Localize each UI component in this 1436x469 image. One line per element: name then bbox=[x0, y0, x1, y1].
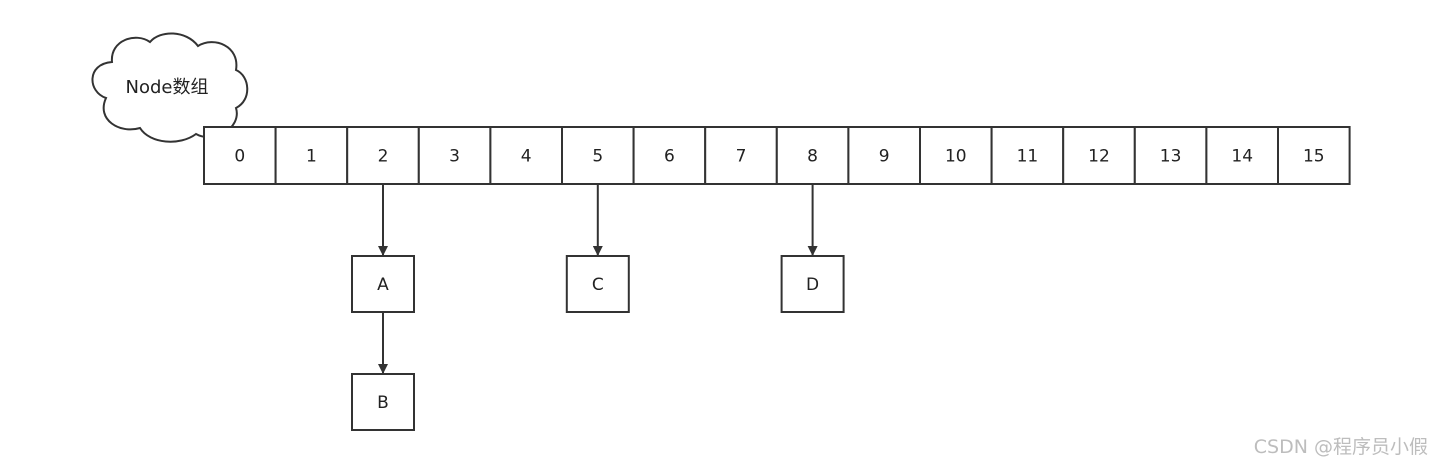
array-cell-1: 1 bbox=[274, 126, 349, 185]
array-cell-label: 7 bbox=[736, 147, 747, 167]
array-cell-label: 0 bbox=[234, 147, 245, 167]
array-cell-label: 8 bbox=[807, 147, 818, 167]
array-cell-label: 2 bbox=[378, 147, 389, 167]
node-label: B bbox=[377, 393, 389, 413]
array-cell-label: 3 bbox=[449, 147, 460, 167]
array-cell-box bbox=[561, 126, 635, 185]
node-box bbox=[565, 255, 630, 313]
array-cell-box bbox=[274, 126, 349, 185]
array-cell-13: 13 bbox=[1133, 126, 1208, 185]
array-cell-12: 12 bbox=[1062, 126, 1136, 185]
node-box bbox=[351, 255, 415, 313]
array-cell-8: 8 bbox=[775, 126, 850, 185]
node-box bbox=[351, 373, 415, 431]
node-c: C bbox=[565, 255, 630, 313]
array-cell-15: 15 bbox=[1277, 126, 1351, 185]
node-label: A bbox=[377, 275, 389, 295]
node-label: D bbox=[806, 275, 819, 295]
linked-nodes: A B C D bbox=[351, 255, 845, 431]
array-cell-9: 9 bbox=[847, 126, 922, 185]
node-label: C bbox=[592, 275, 604, 295]
array-cell-5: 5 bbox=[561, 126, 635, 185]
array-cell-box bbox=[203, 126, 277, 185]
array-cell-label: 15 bbox=[1303, 147, 1325, 167]
array-cell-box bbox=[847, 126, 922, 185]
node-array-cloud: Node数组 bbox=[91, 32, 249, 143]
array-cell-label: 10 bbox=[945, 147, 967, 167]
array-cell-box bbox=[1062, 126, 1136, 185]
array-cell-10: 10 bbox=[919, 126, 993, 185]
array-cell-label: 1 bbox=[306, 147, 317, 167]
array-cell-2: 2 bbox=[346, 126, 420, 185]
node-b: B bbox=[351, 373, 415, 431]
array-cell-3: 3 bbox=[417, 126, 492, 185]
node-d: D bbox=[780, 255, 845, 313]
array-cell-label: 4 bbox=[521, 147, 532, 167]
array-cell-box bbox=[1277, 126, 1351, 185]
array-cell-14: 14 bbox=[1205, 126, 1280, 185]
array-cell-4: 4 bbox=[489, 126, 563, 185]
array-cell-label: 12 bbox=[1088, 147, 1110, 167]
array-cell-box bbox=[1133, 126, 1208, 185]
array-cell-0: 0 bbox=[203, 126, 277, 185]
array-cell-box bbox=[489, 126, 563, 185]
array-cell-box bbox=[704, 126, 778, 185]
array-cell-label: 6 bbox=[664, 147, 675, 167]
watermark: CSDN @程序员小假 bbox=[1253, 436, 1428, 458]
array-cell-box bbox=[990, 126, 1065, 185]
array-cell-box bbox=[632, 126, 707, 185]
array-cell-label: 13 bbox=[1160, 147, 1182, 167]
array-cell-label: 14 bbox=[1231, 147, 1253, 167]
array-cell-label: 9 bbox=[879, 147, 890, 167]
node-box bbox=[780, 255, 845, 313]
array-cell-label: 11 bbox=[1017, 147, 1039, 167]
array-cell-6: 6 bbox=[632, 126, 707, 185]
node-a: A bbox=[351, 255, 415, 313]
array-cell-7: 7 bbox=[704, 126, 778, 185]
links bbox=[378, 184, 818, 374]
cloud-label: Node数组 bbox=[126, 77, 209, 98]
array-cell-label: 5 bbox=[592, 147, 603, 167]
array-cell-11: 11 bbox=[990, 126, 1065, 185]
